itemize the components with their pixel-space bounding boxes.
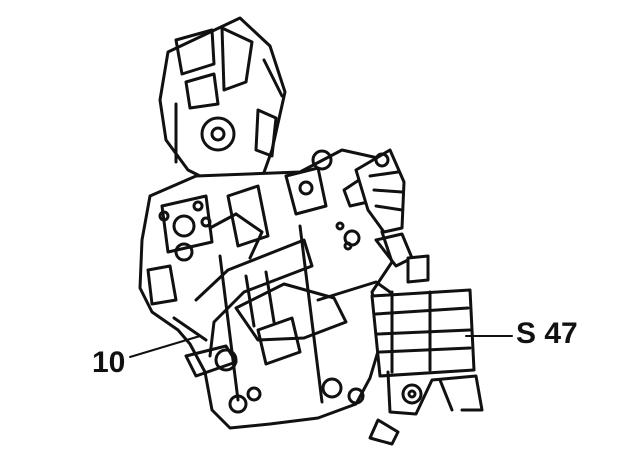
upper-housing	[158, 16, 287, 188]
callout-10-label: 10	[92, 346, 125, 379]
callout-s47-label: S 47	[516, 317, 578, 350]
actuator-connector	[354, 148, 484, 446]
callout-10-leader	[129, 335, 201, 358]
lever-linkage	[194, 212, 392, 358]
main-housing	[138, 148, 394, 430]
